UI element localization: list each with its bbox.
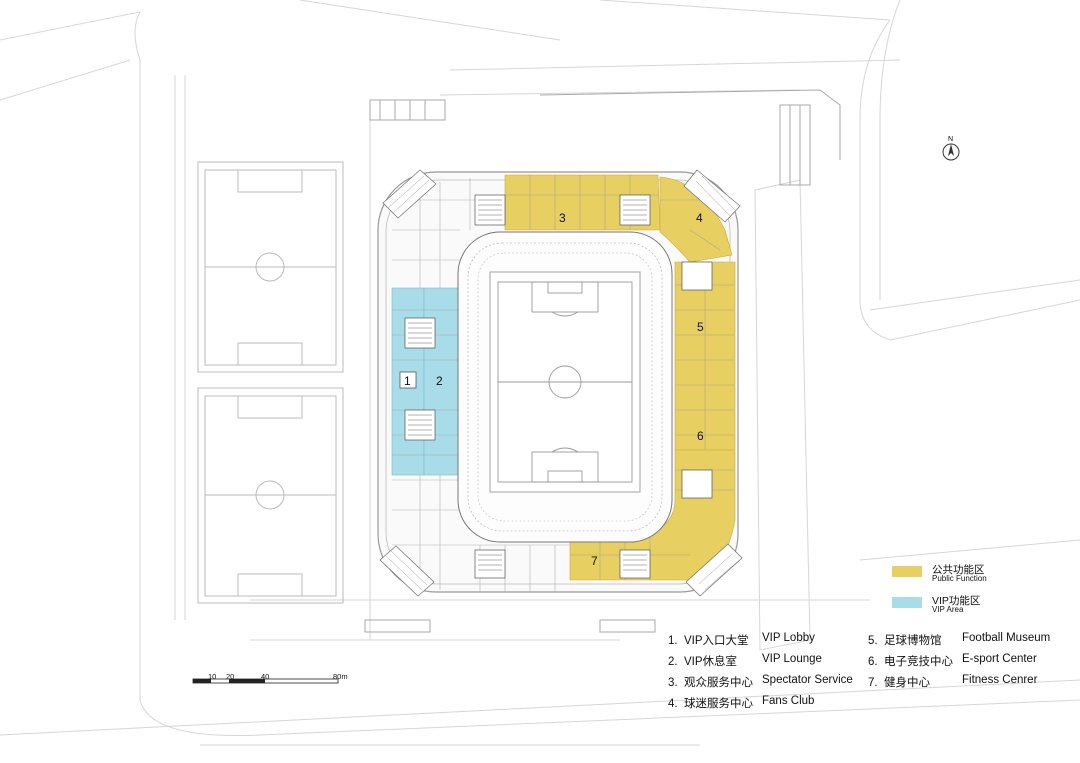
stadium-building: 1 2 3 4 5 6 7 xyxy=(377,169,743,597)
scale-tick-80m: 80m xyxy=(333,672,348,681)
site-context-marks xyxy=(364,89,841,633)
north-arrow: N xyxy=(942,136,960,161)
site-context-lines xyxy=(0,0,1080,746)
north-arrow-icon xyxy=(948,144,954,156)
seating-rows xyxy=(467,242,663,532)
seating-rows-inner xyxy=(477,252,653,522)
north-label: N xyxy=(948,136,953,143)
corner-ramp-lines xyxy=(385,175,738,591)
zone-label-5: 5 xyxy=(697,320,704,334)
zone-label-7: 7 xyxy=(591,554,598,568)
zone-label-2: 2 xyxy=(436,374,443,388)
scale-tick-40: 40 xyxy=(261,672,270,681)
scale-tick-20: 20 xyxy=(226,672,235,681)
zone-label-3: 3 xyxy=(559,211,566,225)
zone-label-4: 4 xyxy=(696,211,703,225)
legend-swatch-vip xyxy=(892,597,922,608)
legend-vip-title: VIP功能区 xyxy=(932,595,981,607)
legend-public-title: 公共功能区 xyxy=(932,564,985,576)
training-pitch-south xyxy=(197,387,344,604)
stair-treads xyxy=(408,199,647,571)
zone-labels: 1 2 3 4 5 6 7 xyxy=(399,211,704,568)
scale-bar xyxy=(192,678,339,684)
legend-public-subtitle: Public Function xyxy=(932,574,987,583)
main-football-pitch xyxy=(489,271,641,493)
zone-label-6: 6 xyxy=(697,429,704,443)
scale-tick-10: 10 xyxy=(208,672,217,681)
legend-vip-subtitle: VIP Area xyxy=(932,605,964,614)
training-pitch-north xyxy=(197,161,344,373)
legend-swatch-public xyxy=(892,566,922,577)
zone-label-1: 1 xyxy=(404,374,411,388)
